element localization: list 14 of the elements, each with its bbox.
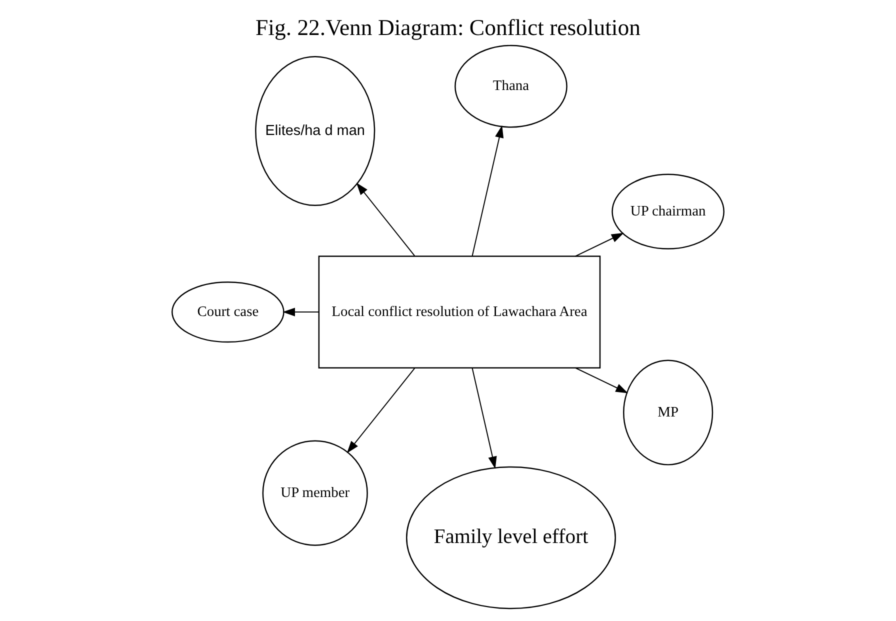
- node-ellipse: MP: [623, 360, 714, 466]
- arrow: [472, 368, 497, 469]
- arrow: [356, 182, 415, 256]
- node-ellipse: Court case: [172, 281, 284, 343]
- arrow: [282, 308, 319, 316]
- node-ellipse: Thana: [454, 44, 568, 128]
- arrow: [472, 125, 504, 256]
- arrow: [346, 368, 415, 454]
- diagram-title: Fig. 22.Venn Diagram: Conflict resolution: [256, 14, 640, 40]
- node-box: Local conflict resolution of Lawachara Area: [318, 256, 601, 368]
- node-ellipse: Family level effort: [406, 466, 616, 610]
- arrow: [575, 232, 624, 257]
- arrow: [575, 367, 628, 394]
- node-ellipse: Elites/ha d man: [255, 56, 376, 206]
